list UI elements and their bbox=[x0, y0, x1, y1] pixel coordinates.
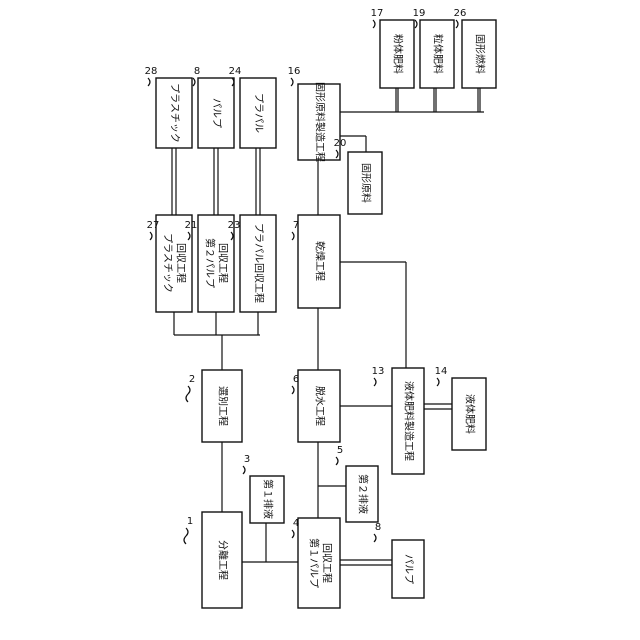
ref-20: 20 bbox=[334, 138, 347, 149]
label-separation: 分離工程 bbox=[217, 540, 230, 580]
ref-13: 13 bbox=[372, 366, 385, 377]
ref-27: 27 bbox=[147, 220, 160, 231]
label-granular-fert: 粒体肥料 bbox=[432, 34, 445, 74]
label-solid-fuel: 固形燃料 bbox=[474, 34, 487, 74]
label-solid-raw: 固形原料 bbox=[360, 163, 373, 203]
ref-5: 5 bbox=[337, 445, 343, 456]
ref-8t: 8 bbox=[194, 66, 200, 77]
label-plastic-recovery-line2: 回収工程 bbox=[175, 243, 187, 283]
ref-1: 1 bbox=[187, 516, 193, 527]
label-pulp-recovery-2-line1: 第２パルプ bbox=[204, 238, 217, 288]
label-plastic: プラスチック bbox=[169, 83, 181, 143]
label-discharge-1: 第１排液 bbox=[262, 479, 275, 519]
label-sorting: 選別工程 bbox=[217, 386, 230, 426]
boxes bbox=[156, 20, 496, 608]
label-prapal: プラパル bbox=[253, 93, 265, 133]
label-drying: 乾燥工程 bbox=[314, 241, 327, 281]
label-solid-raw-process: 固形原料製造工程 bbox=[314, 82, 327, 162]
ref-23: 23 bbox=[228, 220, 241, 231]
label-prapal-recovery: プラパル回収工程 bbox=[253, 223, 265, 303]
label-liquid-fert: 液体肥料 bbox=[464, 394, 477, 434]
ref-2: 2 bbox=[189, 374, 195, 385]
label-pulp-bottom: パルプ bbox=[403, 554, 415, 584]
label-liquid-fert-process: 液体肥料製造工程 bbox=[403, 381, 416, 461]
label-powder-fert: 粉体肥料 bbox=[392, 34, 405, 74]
ref-16: 16 bbox=[288, 66, 301, 77]
ref-4: 4 bbox=[293, 518, 299, 529]
label-pulp-recovery-1-line2: 回収工程 bbox=[321, 543, 333, 583]
ref-14: 14 bbox=[435, 366, 448, 377]
ref-21: 21 bbox=[185, 220, 198, 231]
ref-26: 26 bbox=[454, 8, 467, 19]
ref-8b: 8 bbox=[375, 522, 381, 533]
ref-28: 28 bbox=[145, 66, 158, 77]
ref-3: 3 bbox=[244, 454, 250, 465]
ref-6: 6 bbox=[293, 374, 299, 385]
label-pulp-top: パルプ bbox=[211, 98, 223, 128]
ref-24: 24 bbox=[229, 66, 242, 77]
ref-19: 19 bbox=[413, 8, 426, 19]
label-pulp-recovery-1-line1: 第１パルプ bbox=[308, 538, 321, 588]
label-discharge-2: 第２排液 bbox=[357, 474, 370, 514]
label-plastic-recovery-line1: プラスチック bbox=[162, 233, 174, 293]
ref-17: 17 bbox=[371, 8, 384, 19]
label-pulp-recovery-2-line2: 回収工程 bbox=[217, 243, 229, 283]
label-dewatering: 脱水工程 bbox=[314, 386, 327, 426]
ref-7: 7 bbox=[293, 220, 299, 231]
